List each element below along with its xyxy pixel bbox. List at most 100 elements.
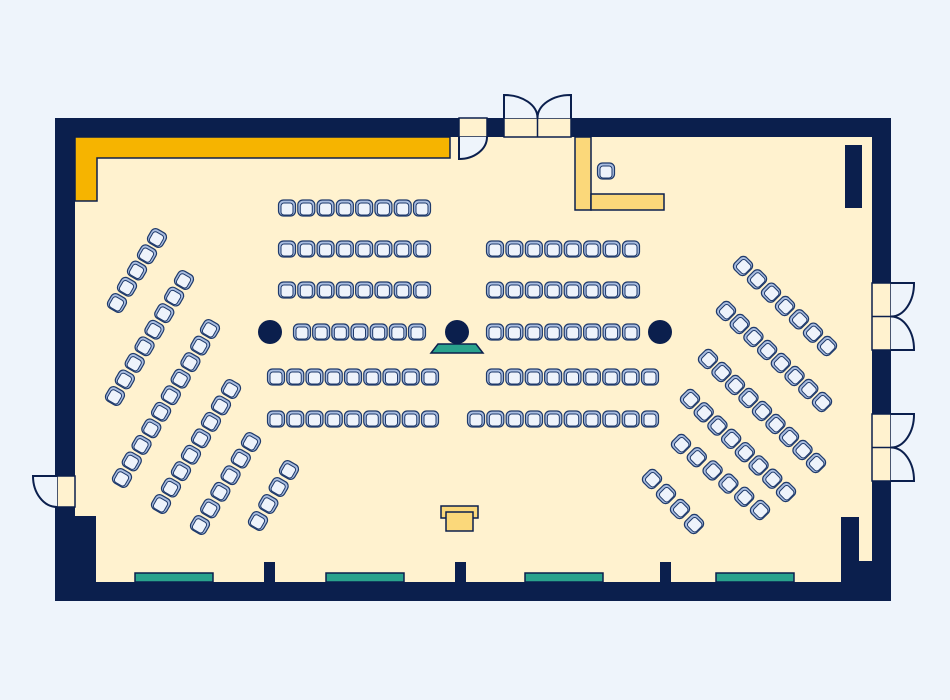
- chair: [297, 199, 316, 217]
- chair: [602, 323, 621, 341]
- chair: [486, 410, 505, 428]
- door-top-double[interactable]: [503, 93, 572, 138]
- chair: [743, 326, 764, 348]
- chair: [524, 240, 543, 258]
- chair: [602, 368, 621, 386]
- door-left[interactable]: [31, 475, 76, 508]
- chair: [286, 410, 305, 428]
- chair: [401, 368, 420, 386]
- chair: [621, 281, 641, 299]
- chair: [524, 323, 543, 341]
- chair: [621, 240, 641, 258]
- chair: [544, 410, 563, 428]
- chair: [693, 402, 714, 423]
- chair: [784, 365, 805, 387]
- corner-block-top-right: [845, 145, 862, 208]
- chair: [170, 368, 191, 389]
- window: [715, 572, 795, 583]
- chair: [382, 368, 401, 386]
- chair: [277, 281, 297, 299]
- chair: [240, 432, 262, 452]
- window: [524, 572, 604, 583]
- corner-block-bottom-right: [841, 517, 859, 582]
- chair: [805, 452, 827, 474]
- chair: [200, 411, 222, 432]
- chair: [312, 323, 331, 341]
- chair: [393, 281, 412, 299]
- chair: [544, 240, 563, 258]
- chair: [258, 494, 279, 514]
- chair: [104, 386, 126, 406]
- chair: [173, 270, 195, 290]
- chair: [355, 281, 374, 299]
- chair: [412, 199, 432, 217]
- chair: [621, 323, 641, 341]
- chair: [350, 323, 369, 341]
- chair: [374, 281, 393, 299]
- chair: [200, 498, 221, 519]
- chair: [412, 281, 432, 299]
- chair: [734, 441, 756, 463]
- chair: [292, 323, 312, 341]
- chair: [210, 395, 232, 416]
- chair: [324, 368, 343, 386]
- chair: [792, 439, 813, 461]
- chair: [582, 368, 601, 386]
- chair: [697, 348, 719, 370]
- chair: [729, 313, 750, 335]
- chair: [393, 240, 412, 258]
- chair: [505, 323, 524, 341]
- chair: [749, 499, 771, 521]
- chair: [111, 468, 133, 488]
- chair: [199, 319, 221, 339]
- chair: [788, 309, 810, 330]
- chair: [816, 335, 838, 357]
- doors: [31, 93, 916, 508]
- door-right-lower[interactable]: [871, 413, 916, 482]
- chair: [707, 415, 728, 436]
- chair: [382, 410, 401, 428]
- chair: [106, 293, 128, 313]
- chair: [305, 410, 324, 428]
- chair: [266, 410, 286, 428]
- door-top-single[interactable]: [458, 117, 488, 161]
- columns: [258, 320, 672, 344]
- chair: [621, 410, 640, 428]
- chair: [738, 387, 759, 409]
- chair: [505, 281, 524, 299]
- corner-strip-bottom-right: [859, 561, 872, 582]
- chair: [335, 240, 354, 258]
- chair: [369, 323, 388, 341]
- chair: [485, 240, 505, 258]
- chair: [485, 368, 505, 386]
- chair: [762, 468, 783, 489]
- chair: [189, 515, 211, 535]
- chair: [146, 228, 168, 248]
- chair: [220, 379, 242, 399]
- chair: [711, 361, 732, 383]
- chair: [388, 323, 407, 341]
- chair: [247, 511, 269, 531]
- chair: [305, 368, 324, 386]
- chair: [724, 374, 746, 396]
- chair: [316, 240, 335, 258]
- seating-area: [104, 162, 838, 535]
- chair: [802, 322, 824, 343]
- chair: [136, 244, 158, 265]
- chair: [669, 498, 691, 520]
- chair: [401, 410, 420, 428]
- chair: [563, 281, 582, 299]
- chair: [268, 477, 289, 497]
- chair: [505, 240, 524, 258]
- windows: [134, 572, 795, 583]
- chair: [297, 281, 316, 299]
- chair: [746, 269, 768, 290]
- chair: [363, 410, 382, 428]
- chair: [563, 368, 582, 386]
- door-right-upper[interactable]: [871, 282, 916, 351]
- chair: [775, 481, 797, 503]
- pillar-bottom-2: [455, 562, 466, 582]
- chair: [374, 199, 393, 217]
- chair: [220, 465, 241, 486]
- chair: [316, 199, 335, 217]
